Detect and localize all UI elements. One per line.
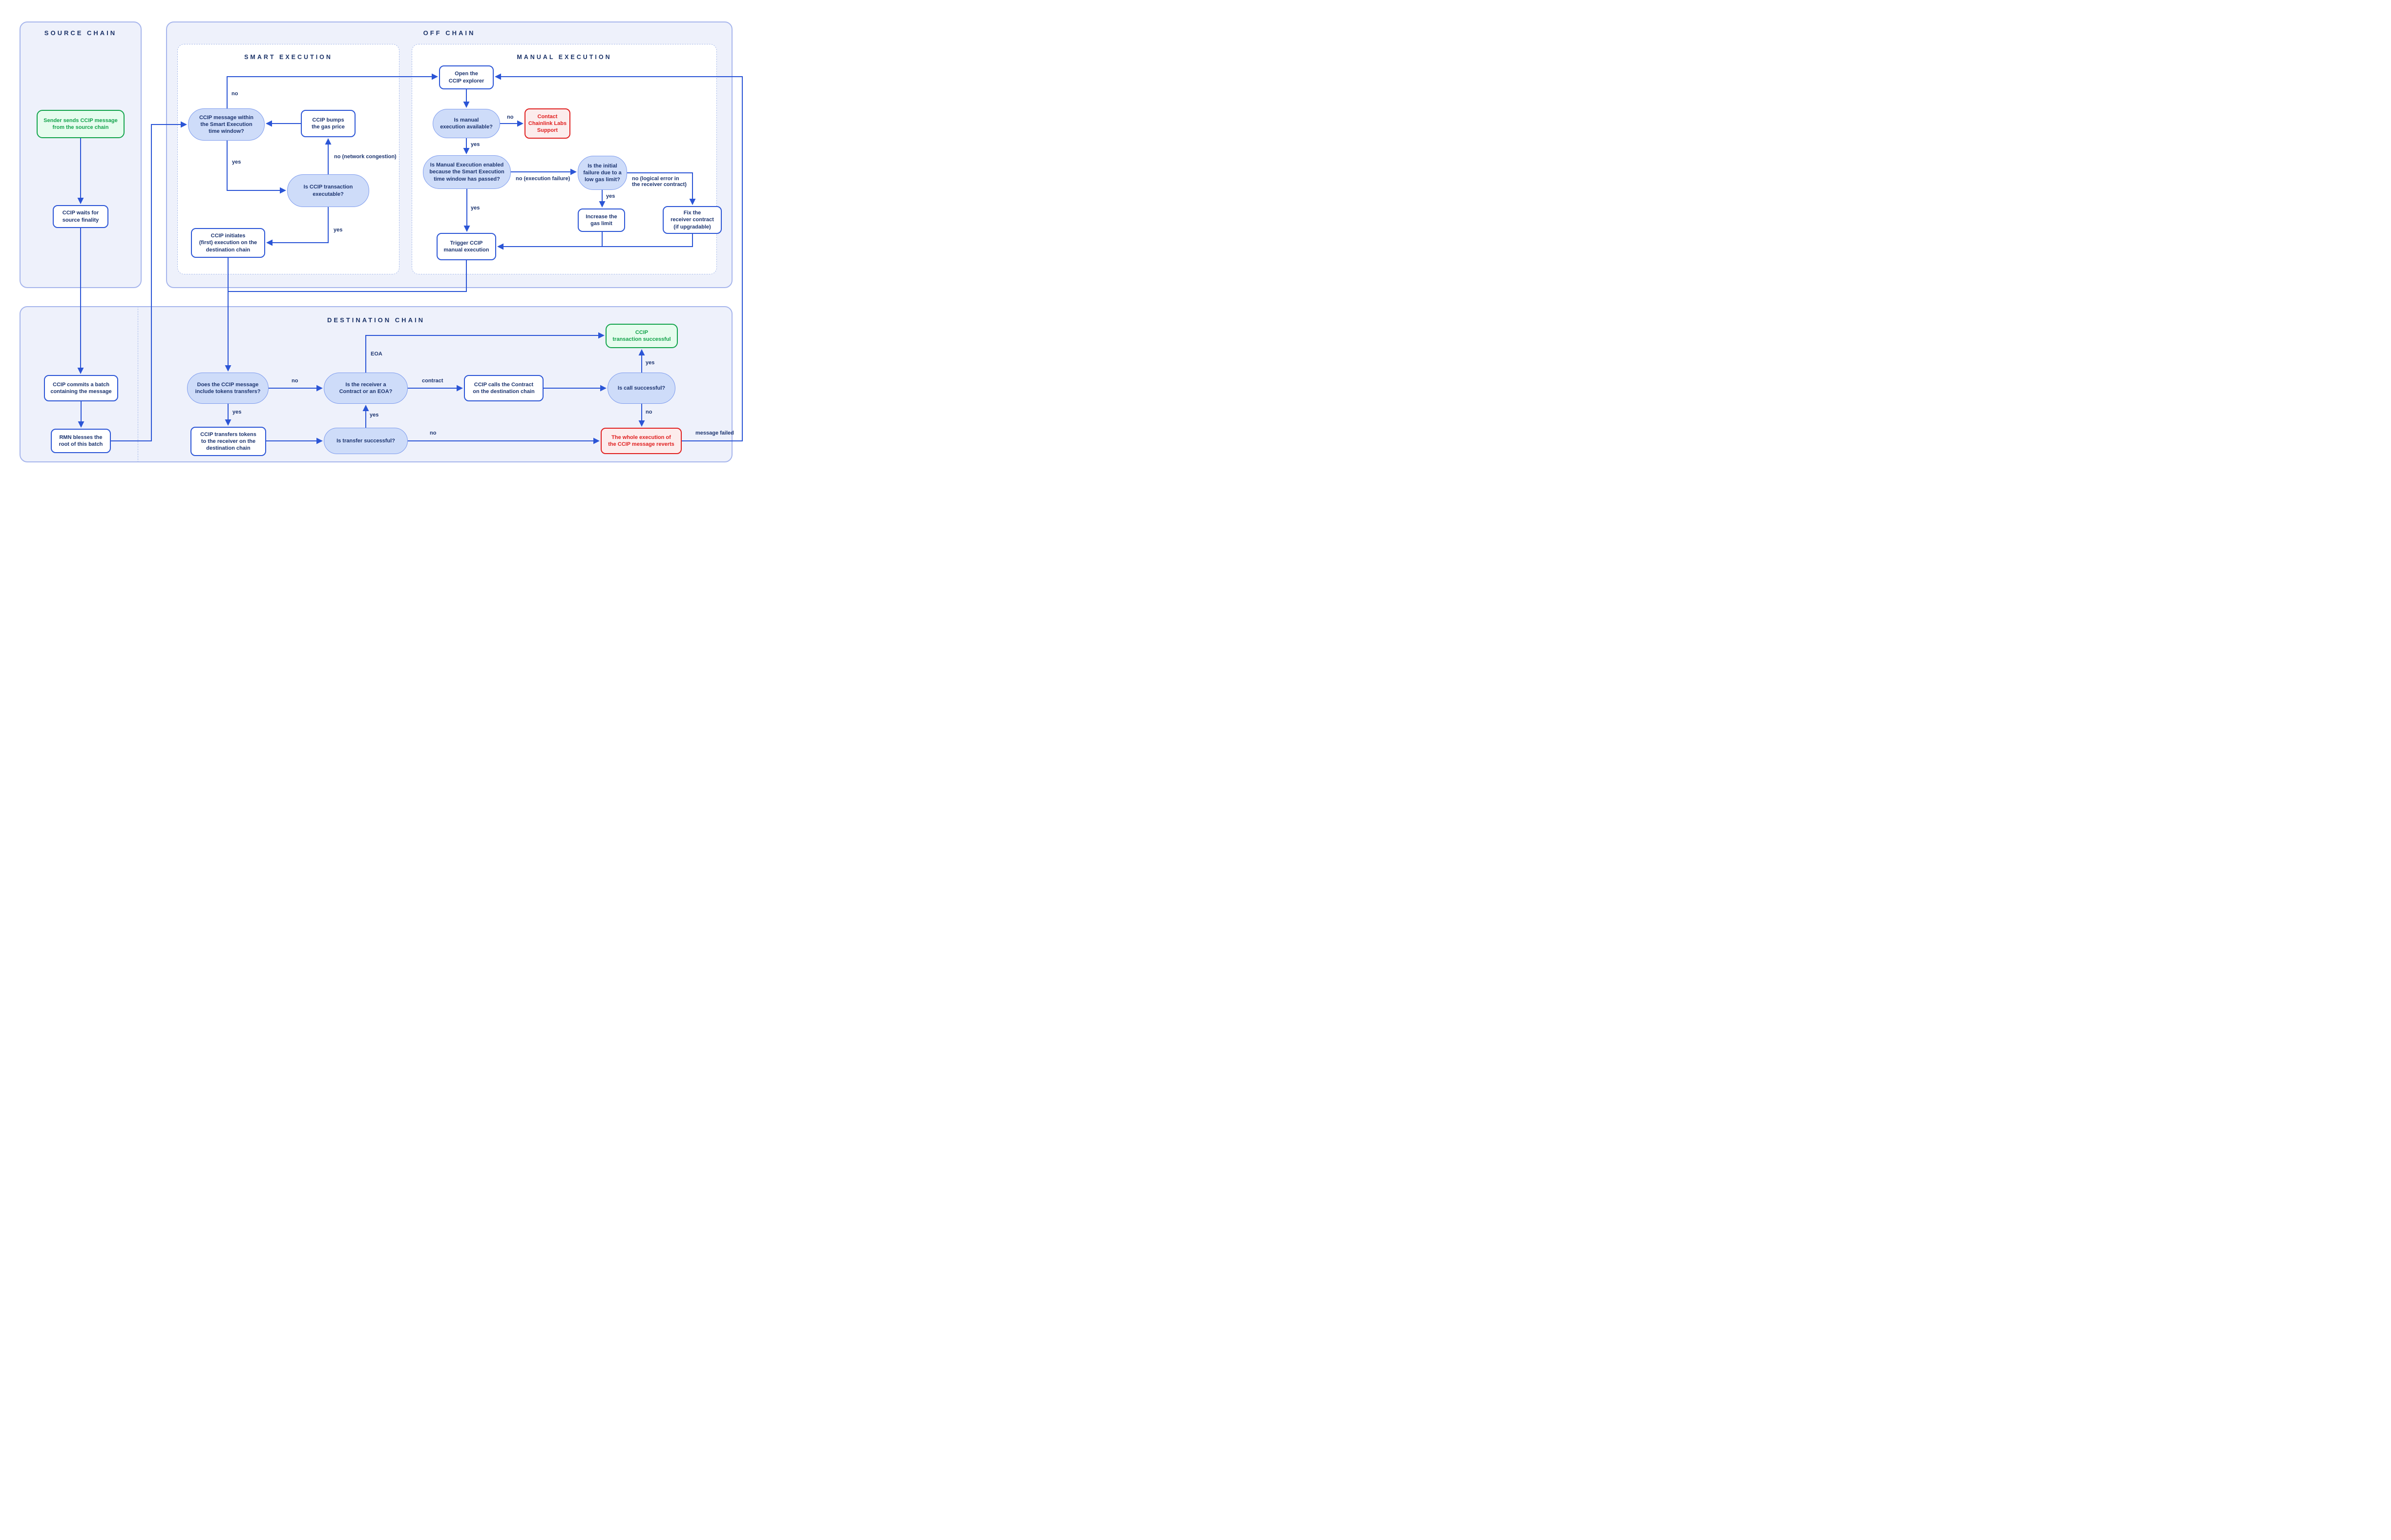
edge-label-tokens-no: no	[292, 378, 298, 384]
off-chain-title: OFF CHAIN	[423, 29, 476, 37]
decision-includes-token-transfers: Does the CCIP message include tokens tra…	[187, 373, 269, 404]
node-trigger-manual-execution: Trigger CCIP manual execution	[437, 233, 496, 260]
decision-manual-execution-available: Is manual execution available?	[433, 109, 500, 138]
edge-label-call-no: no	[646, 409, 652, 415]
node-ccip-waits-finality: CCIP waits for source finality	[53, 205, 108, 228]
decision-receiver-contract-or-eoa: Is the receiver a Contract or an EOA?	[324, 373, 408, 404]
node-ccip-transfers-tokens: CCIP transfers tokens to the receiver on…	[190, 427, 266, 456]
source-chain-panel	[20, 21, 142, 288]
edge-label-smart-no: no	[231, 91, 238, 97]
manual-execution-title: MANUAL EXECUTION	[517, 54, 612, 61]
node-ccip-calls-contract: CCIP calls the Contract on the destinati…	[464, 375, 544, 401]
edge-label-tokens-yes: yes	[232, 409, 242, 415]
node-contact-chainlink-labs-support: Contact Chainlink Labs Support	[524, 108, 570, 139]
source-chain-title: SOURCE CHAIN	[44, 29, 117, 37]
node-increase-gas-limit: Increase the gas limit	[578, 208, 625, 232]
decision-within-smart-execution-window: CCIP message within the Smart Execution …	[188, 108, 265, 141]
node-execution-reverts: The whole execution of the CCIP message …	[601, 428, 682, 454]
node-ccip-initiates-execution: CCIP initiates (first) execution on the …	[191, 228, 265, 258]
node-transaction-successful: CCIP transaction successful	[606, 324, 678, 348]
node-rmn-blesses-root: RMN blesses the root of this batch	[51, 429, 111, 453]
smart-execution-title: SMART EXECUTION	[244, 54, 333, 61]
node-fix-receiver-contract: Fix the receiver contract (if upgradable…	[663, 206, 722, 234]
edge-label-logical-error: no (logical error in the receiver contra…	[632, 176, 687, 187]
node-open-ccip-explorer: Open the CCIP explorer	[439, 65, 494, 89]
edge-label-available-no: no	[507, 114, 514, 120]
decision-failure-low-gas-limit: Is the initial failure due to a low gas …	[578, 156, 627, 190]
node-ccip-commits-batch: CCIP commits a batch containing the mess…	[44, 375, 118, 401]
edge-label-contract: contract	[422, 378, 443, 384]
decision-transfer-successful: Is transfer successful?	[324, 428, 408, 454]
edge-label-network-congestion: no (network congestion)	[334, 154, 397, 160]
decision-call-successful: Is call successful?	[608, 373, 675, 404]
decision-transaction-executable: Is CCIP transaction executable?	[287, 174, 369, 207]
edge-label-enabled-yes: yes	[471, 205, 480, 211]
edge-label-transfer-yes: yes	[370, 412, 379, 418]
edge-label-smart-yes: yes	[232, 159, 241, 165]
edge-label-lowgas-yes: yes	[606, 193, 615, 199]
node-sender-sends-message: Sender sends CCIP message from the sourc…	[37, 110, 125, 138]
destination-chain-title: DESTINATION CHAIN	[327, 316, 425, 324]
edge-label-executable-yes: yes	[334, 227, 343, 233]
edge-label-eoa: EOA	[371, 351, 382, 357]
edge-label-execution-failure: no (execution failure)	[516, 176, 570, 182]
decision-manual-execution-enabled: Is Manual Execution enabled because the …	[423, 155, 511, 189]
edge-label-available-yes: yes	[471, 142, 480, 147]
node-ccip-bumps-gas-price: CCIP bumps the gas price	[301, 110, 356, 137]
edge-label-call-yes: yes	[646, 360, 655, 366]
edge-label-transfer-no: no	[430, 430, 437, 436]
edge-label-message-failed: message failed	[695, 430, 734, 436]
ccip-execution-flowchart: SOURCE CHAIN OFF CHAIN SMART EXECUTION M…	[0, 0, 752, 484]
